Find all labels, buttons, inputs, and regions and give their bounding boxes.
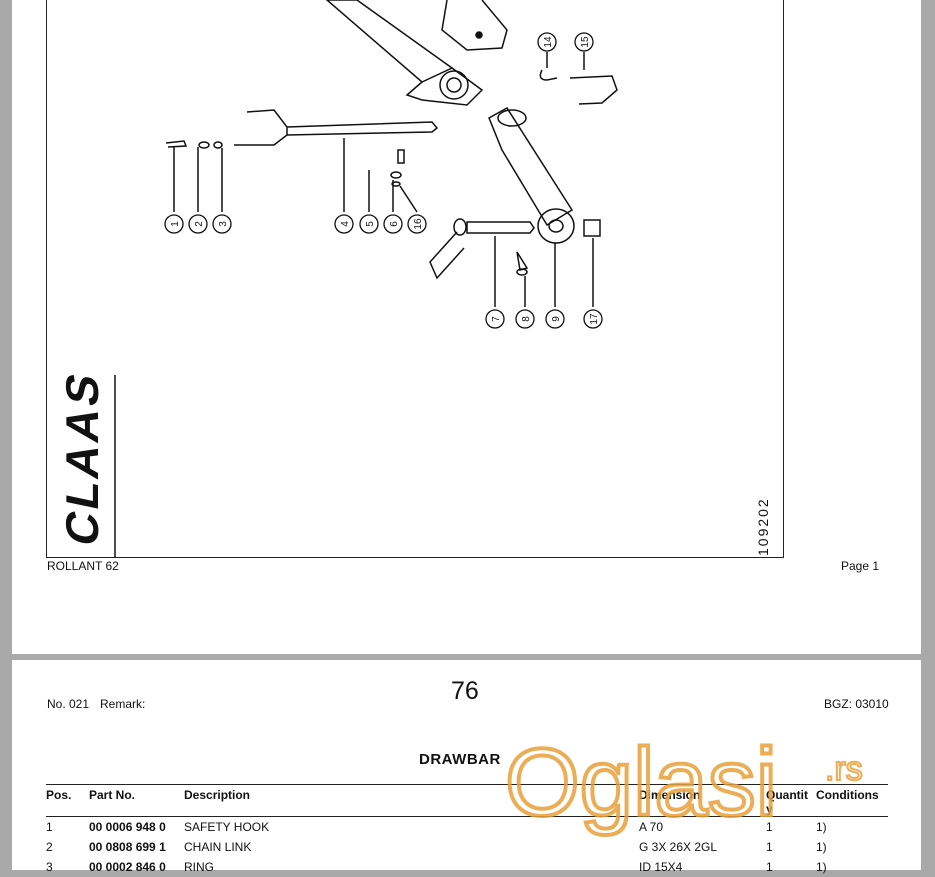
callout-15 (574, 32, 594, 52)
parts-list-page: No. 021 Remark: 76 BGZ: 03010 DRAWBAR Po… (12, 660, 921, 874)
callout-label: 9 (551, 316, 562, 322)
callout-label: 5 (365, 221, 376, 227)
callout-label: 17 (589, 313, 600, 325)
cell-qty: 1 (766, 820, 773, 834)
callout-8 (515, 309, 535, 329)
callout-16 (407, 214, 427, 234)
col-part-no: Part No. (89, 784, 184, 817)
page-label: Page 1 (841, 559, 880, 573)
remark-label: Remark: (100, 697, 146, 711)
callout-14 (537, 32, 557, 52)
section-title: DRAWBAR (419, 751, 501, 768)
cell-pos: 1 (46, 820, 53, 834)
col-description: Description (184, 784, 639, 817)
cell-pos: 3 (46, 860, 53, 874)
cell-part-no: 00 0006 948 0 (89, 820, 166, 834)
callout-label: 7 (491, 316, 502, 322)
callout-label: 8 (521, 316, 532, 322)
callout-label: 15 (580, 36, 591, 48)
drawing-page: 1 2 3 4 5 6 16 7 8 9 17 14 15 CLAAS 1092… (12, 0, 921, 654)
drawing-frame (46, 0, 784, 558)
table-row: 1 00 0006 948 0 SAFETY HOOK A 70 1 1) (46, 817, 888, 838)
cell-qty: 1 (766, 840, 773, 854)
callout-label: 3 (218, 221, 229, 227)
callout-9 (545, 309, 565, 329)
cell-dimension: ID 15X4 (639, 860, 683, 874)
callout-4 (334, 214, 354, 234)
callout-1 (164, 214, 184, 234)
col-quantity: Quantit y (766, 784, 816, 817)
parts-table: Pos. Part No. Description Dimension Quan… (46, 784, 888, 877)
cell-cond: 1) (816, 820, 827, 834)
callout-label: 2 (194, 221, 205, 227)
cell-dimension: A 70 (639, 820, 664, 834)
cell-part-no: 00 0808 699 1 (89, 840, 166, 854)
sheet-no: No. 021 (47, 697, 90, 711)
callout-2 (188, 214, 208, 234)
callout-label: 1 (170, 221, 181, 227)
cell-description: SAFETY HOOK (184, 820, 270, 834)
callout-5 (359, 214, 379, 234)
cell-qty: 1 (766, 860, 773, 874)
callout-6 (383, 214, 403, 234)
cell-cond: 1) (816, 860, 827, 874)
bgz-code: BGZ: 03010 (824, 697, 889, 711)
table-row: 2 00 0808 699 1 CHAIN LINK G 3X 26X 2GL … (46, 837, 888, 857)
cell-cond: 1) (816, 840, 827, 854)
table-header-row: Pos. Part No. Description Dimension Quan… (46, 784, 888, 817)
callout-label: 4 (340, 221, 351, 227)
page-number: 76 (451, 677, 479, 705)
callout-label: 6 (389, 221, 400, 227)
callout-label: 14 (543, 36, 554, 48)
exploded-parts-drawing: 1 2 3 4 5 6 16 7 8 9 17 14 15 CLAAS (56, 0, 618, 557)
table-row: 3 00 0002 846 0 RING ID 15X4 1 1) (46, 857, 888, 877)
machine-name: ROLLANT 62 (47, 559, 119, 573)
callout-3 (212, 214, 232, 234)
callout-17 (583, 309, 603, 329)
drawing-number: 109202 (755, 497, 771, 556)
claas-logo: CLAAS (56, 366, 107, 550)
cell-description: CHAIN LINK (184, 840, 252, 854)
callout-7 (485, 309, 505, 329)
cell-description: RING (184, 860, 214, 874)
col-pos: Pos. (46, 784, 89, 817)
callout-label: 16 (413, 218, 424, 230)
col-conditions: Conditions (816, 784, 888, 817)
cell-dimension: G 3X 26X 2GL (639, 840, 718, 854)
cell-part-no: 00 0002 846 0 (89, 860, 166, 874)
cell-pos: 2 (46, 840, 53, 854)
col-dimension: Dimension (639, 784, 766, 817)
